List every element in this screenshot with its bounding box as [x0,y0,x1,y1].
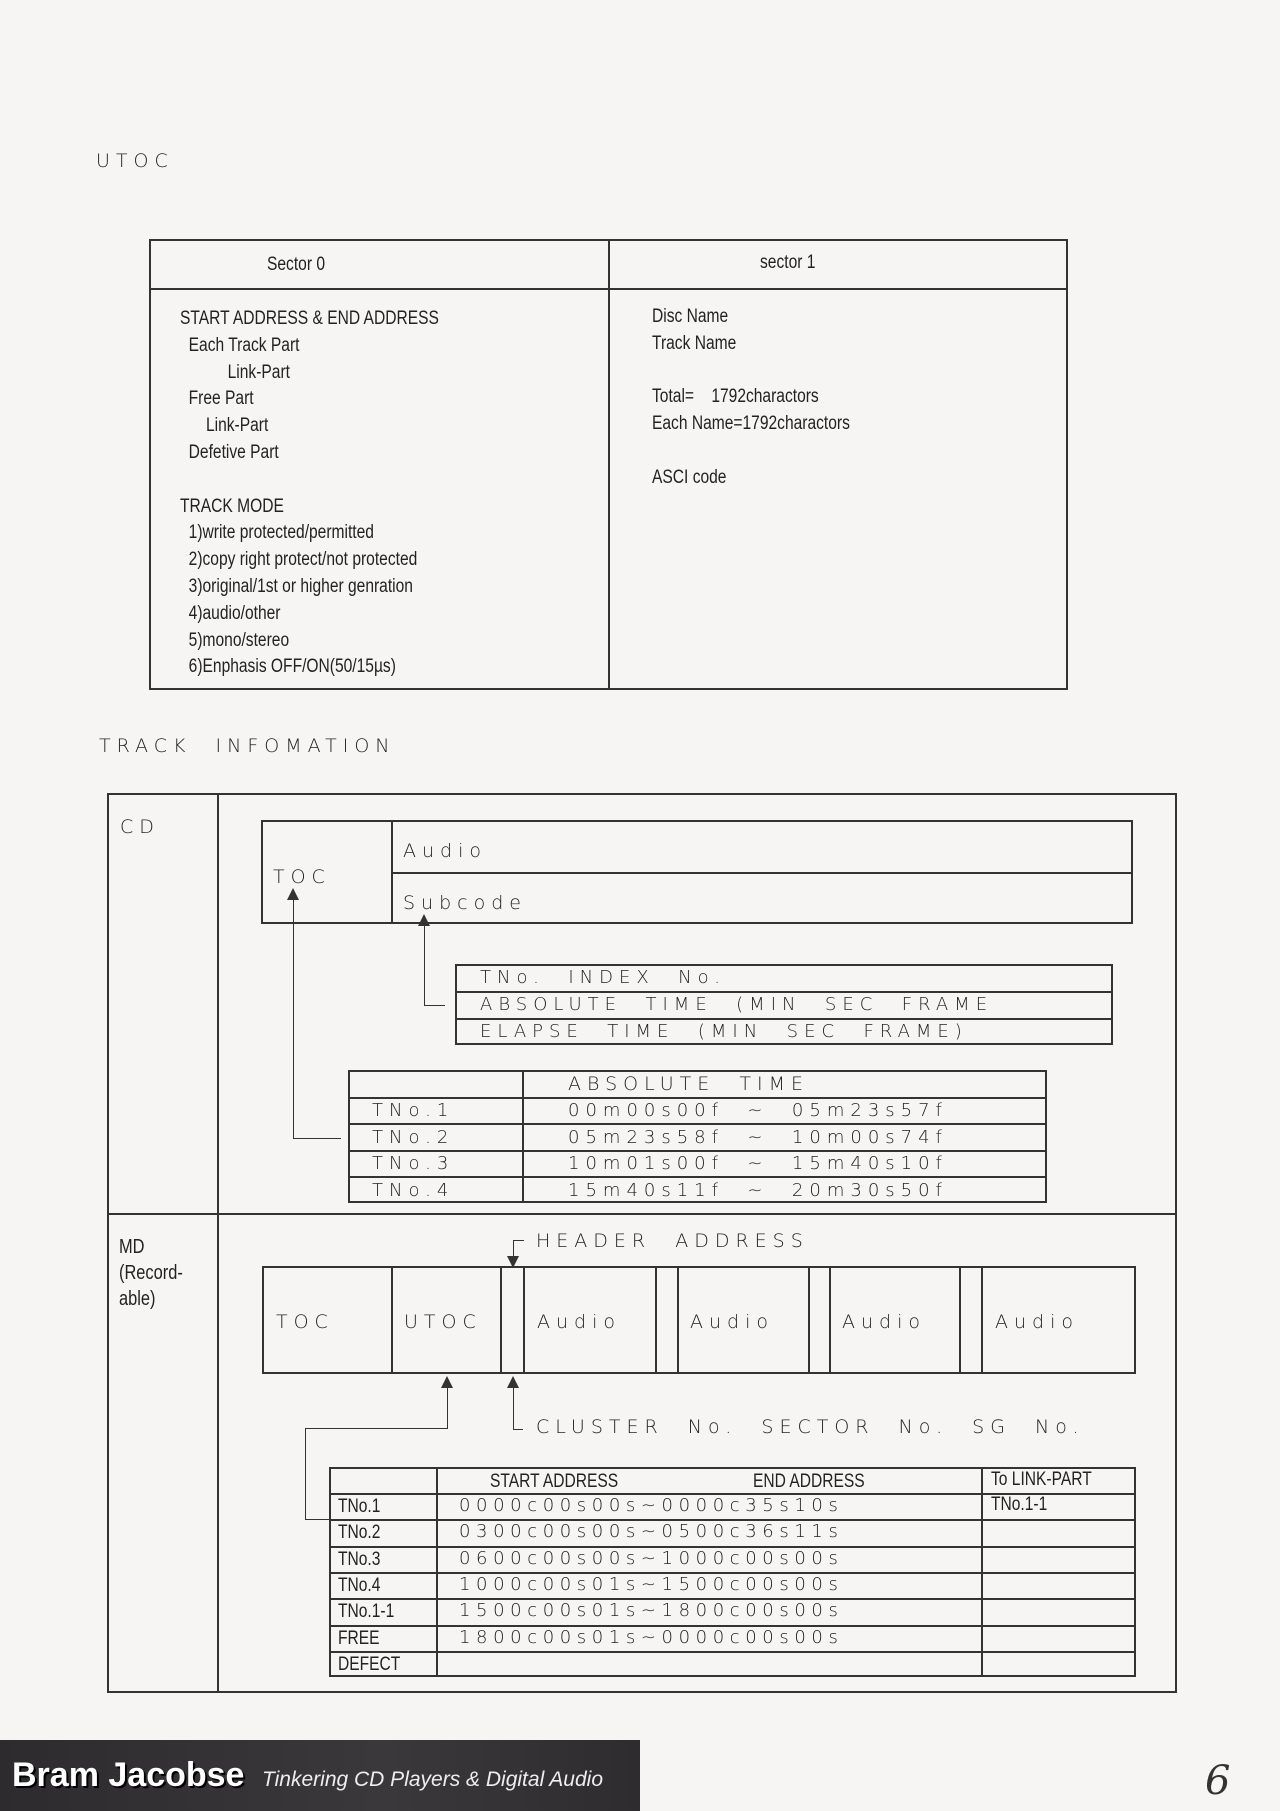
address-row-divider [329,1598,1136,1601]
header-address-label: HEADER ADDRESS [536,1230,809,1252]
sector1-line: Disc Name [652,306,729,327]
utoc-title: UTOC [96,150,174,172]
sector0-line: Link-Part [180,415,269,437]
abs-row-time: 05m23s58f ~ 10m00s74f [568,1126,948,1148]
address-row-name: TNo.4 [338,1574,381,1596]
md-label-text: (Record- [119,1262,183,1284]
sector0-line: 2)copy right protect/not protected [180,549,418,571]
abs-row-track: TNo.2 [372,1126,455,1148]
address-row-range: 0300c00s00s~0500c36s11s [459,1521,844,1543]
abs-time-header: ABSOLUTE TIME [568,1073,809,1095]
md-block-divider [959,1266,961,1374]
address-row-divider [329,1571,1136,1574]
address-row-divider [329,1650,1136,1653]
address-row-range: 1000c00s01s~1500c00s00s [459,1573,844,1595]
arrow-up-icon [418,914,430,926]
sector1-header: sector 1 [760,252,816,273]
sector1-line: Total= 1792charactors [652,386,819,408]
sector1-line: Each Name=1792charactors [652,413,850,435]
sector0-line: 5)mono/stereo [180,629,290,651]
address-row-name: TNo.3 [338,1548,381,1570]
arrow-up-icon [441,1376,453,1388]
absolute-time-table [348,1070,1047,1203]
page-number: 6 [1205,1758,1231,1804]
subcode-field: ELAPSE TIME (MIN SEC FRAME) [480,1021,968,1042]
md-label: MD (Record-able) [119,1234,183,1312]
address-row-link: TNo.1-1 [991,1494,1048,1515]
sector0-line: 3)original/1st or higher genration [180,576,413,597]
sector0-line: Free Part [180,388,254,410]
sector0-line: Defetive Part [180,442,279,463]
arrow-down-icon [507,1256,519,1268]
address-row-name: FREE [338,1627,380,1649]
author-name: Bram Jacobse [12,1756,245,1794]
abs-row-track: TNo.1 [372,1100,455,1121]
sector0-header: Sector 0 [267,254,326,275]
sector0-line: 4)audio/other [180,602,281,624]
sector1-line: ASCI code [652,466,727,488]
md-block-divider [655,1266,657,1374]
abs-row-time: 10m01s00f ~ 15m40s10f [568,1153,948,1174]
md-block-utoc: UTOC [404,1311,482,1333]
arrow-up-icon [287,888,299,900]
md-block-divider [808,1266,810,1374]
subcode-field: ABSOLUTE TIME (MIN SEC FRAME [480,994,994,1015]
md-label-text: MD [119,1236,145,1258]
sector0-line: Link-Part [180,361,290,383]
md-block-divider [677,1266,679,1374]
md-block-audio: Audio [842,1311,927,1333]
md-block-divider [391,1266,393,1374]
md-block-divider [500,1266,502,1374]
md-block-divider [523,1266,525,1374]
footer-banner: Bram Jacobse Tinkering CD Players & Digi… [0,1740,640,1811]
address-row-divider [329,1545,1136,1548]
start-address-header: START ADDRESS [490,1471,619,1492]
cd-label: CD [120,816,160,838]
md-block-toc: TOC [276,1311,334,1333]
cd-subcode-label: Subcode [403,892,527,914]
cd-toc-label: TOC [273,866,331,888]
md-structure [262,1266,1136,1374]
sector0-line: 1)write protected/permitted [180,522,374,544]
track-info-title: TRACK INFOMATION [99,735,396,757]
address-row-range: 0000c00s00s~0000c35s10s [459,1495,844,1516]
sector0-line: START ADDRESS & END ADDRESS [180,308,439,329]
address-row-range: 1500c00s01s~1800c00s00s [459,1600,844,1622]
address-row-name: TNo.2 [338,1522,381,1544]
md-block-audio: Audio [537,1311,622,1333]
sector1-line: Track Name [652,332,737,354]
address-row-divider [329,1519,1136,1522]
cd-audio-label: Audio [403,840,488,862]
md-label-text: able) [119,1288,156,1310]
track-info-table [107,793,1177,1693]
abs-row-track: TNo.3 [372,1153,455,1174]
abs-row-time: 15m40s11f ~ 20m30s50f [568,1179,948,1201]
address-row-range: 0600c00s00s~1000c00s00s [459,1547,844,1569]
abs-row-time: 00m00s00f ~ 05m23s57f [568,1100,948,1121]
address-row-name: TNo.1-1 [338,1601,395,1623]
address-row-divider [329,1493,1136,1495]
md-block-divider [829,1266,831,1374]
address-row-name: DEFECT [338,1653,401,1675]
link-part-header: To LINK-PART [991,1469,1092,1490]
md-block-divider [981,1266,983,1374]
end-address-header: END ADDRESS [753,1471,865,1492]
sector0-line: 6)Enphasis OFF/ON(50/15µs) [180,656,396,678]
sector0-line: TRACK MODE [180,495,284,517]
arrow-up-icon [507,1376,519,1388]
address-row-name: TNo.1 [338,1496,381,1517]
abs-row-track: TNo.4 [372,1179,455,1201]
subcode-fields-box [455,964,1113,1045]
tagline: Tinkering CD Players & Digital Audio [262,1768,604,1791]
sector0-line: Each Track Part [180,334,300,356]
cluster-sector-label: CLUSTER No. SECTOR No. SG No. [536,1416,1085,1438]
md-block-audio: Audio [690,1311,775,1333]
md-block-audio: Audio [995,1311,1080,1333]
address-row-range: 1800c00s01s~0000c00s00s [459,1626,844,1648]
subcode-field: TNo. INDEX No. [480,967,726,988]
address-row-divider [329,1624,1136,1627]
